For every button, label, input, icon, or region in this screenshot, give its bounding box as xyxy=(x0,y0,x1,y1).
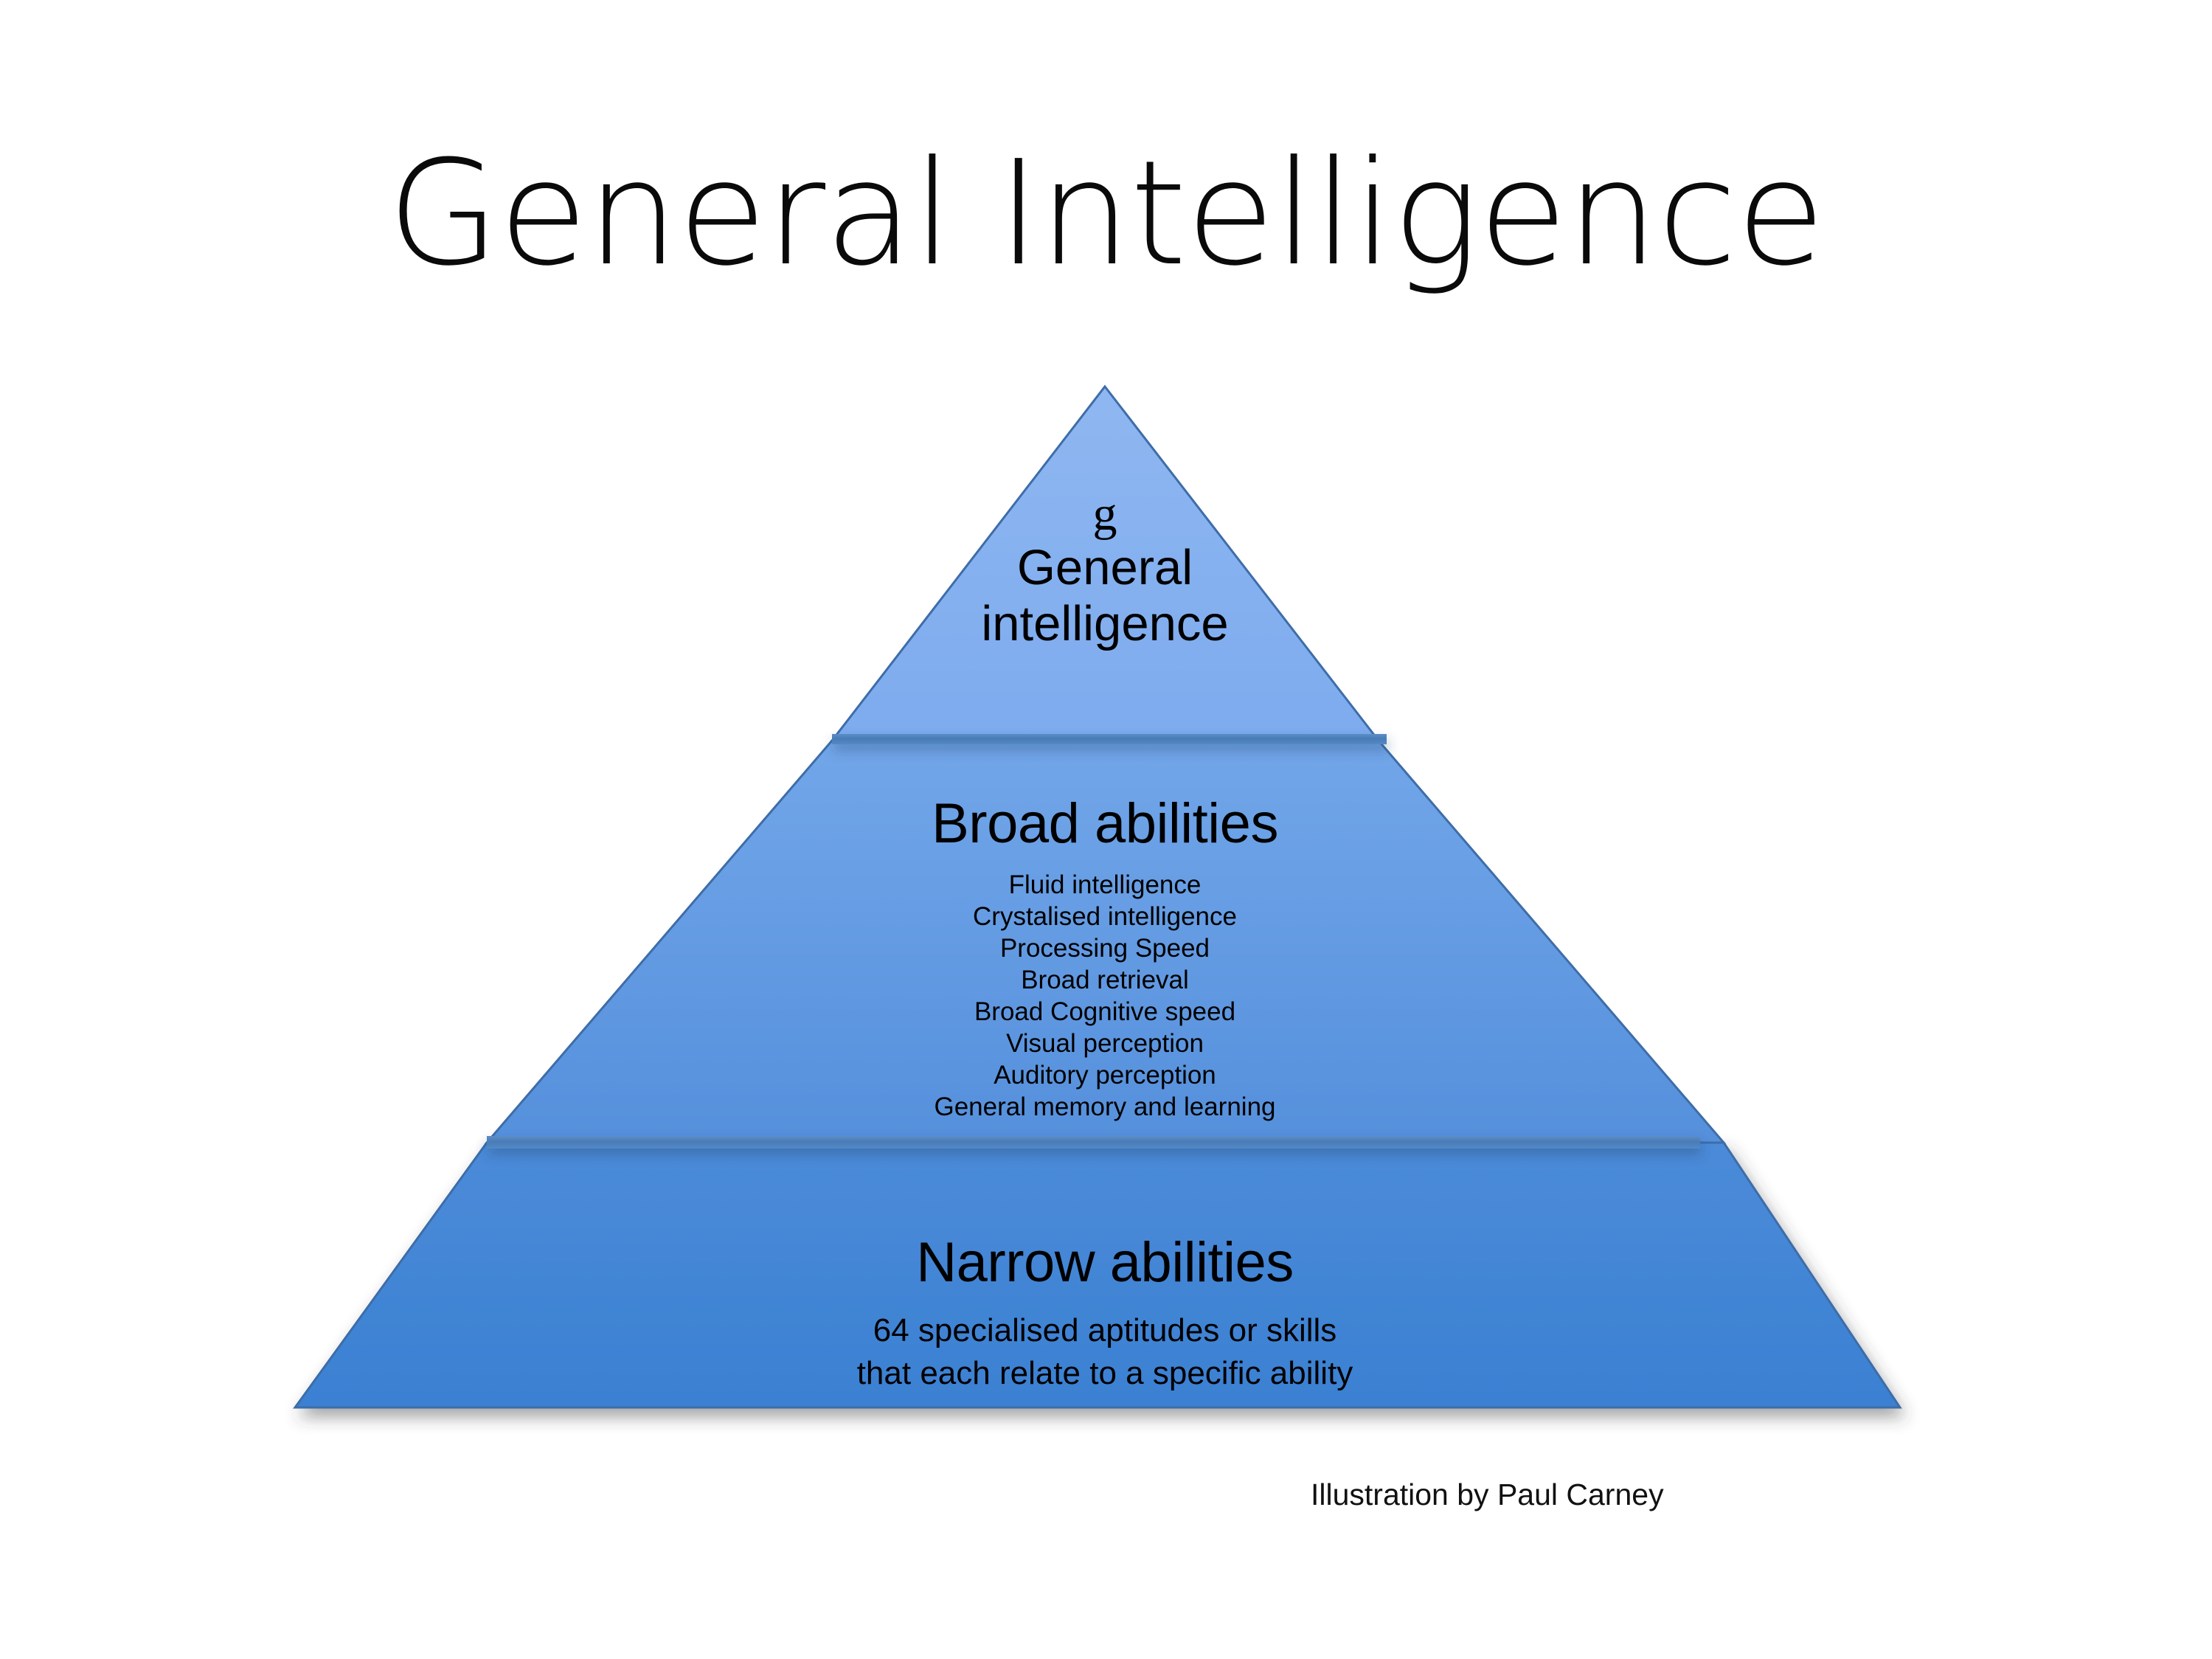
tier-top-line1: General xyxy=(1016,539,1193,595)
list-item: Crystalised intelligence xyxy=(973,902,1237,932)
divider-middle-bottom xyxy=(487,1136,1700,1149)
illustration-credit: Illustration by Paul Carney xyxy=(1311,1478,1664,1511)
list-item: Processing Speed xyxy=(999,934,1210,963)
tier-bottom-line2: that each relate to a specific ability xyxy=(856,1355,1353,1392)
list-item: Fluid intelligence xyxy=(1008,870,1202,899)
tier-bottom-body: 64 specialised aptitudes or skills that … xyxy=(664,1309,1546,1395)
list-item: Visual perception xyxy=(1006,1029,1204,1059)
g-symbol: g xyxy=(1092,487,1117,541)
list-item: Broad retrieval xyxy=(1021,966,1189,995)
list-item: Broad Cognitive speed xyxy=(974,997,1236,1027)
tier-top-line2: intelligence xyxy=(981,596,1229,652)
divider-top-middle xyxy=(832,734,1387,744)
list-item: Auditory perception xyxy=(994,1061,1216,1090)
list-item: General memory and learning xyxy=(934,1092,1276,1122)
tier-middle-list: Fluid intelligence Crystalised intellige… xyxy=(738,869,1472,1123)
tier-bottom-line1: 64 specialised aptitudes or skills xyxy=(873,1312,1337,1348)
tier-middle-heading: Broad abilities xyxy=(932,792,1278,855)
page-title: General Intelligence xyxy=(387,130,1825,298)
tier-top-label: g General intelligence xyxy=(826,488,1384,653)
tier-bottom-heading: Narrow abilities xyxy=(916,1231,1294,1294)
